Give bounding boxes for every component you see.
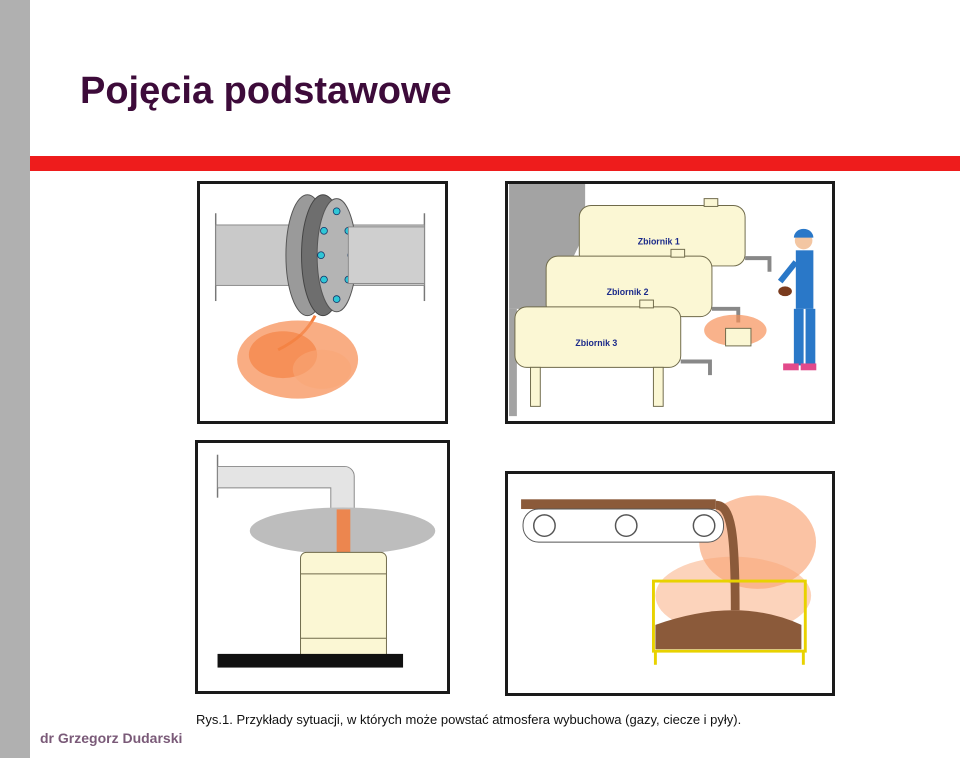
tank-2-label: Zbiornik 2 xyxy=(607,287,649,297)
figure-storage-tanks: Zbiornik 1 Zbiornik 2 Zbiornik 3 xyxy=(505,181,835,424)
author-footer: dr Grzegorz Dudarski xyxy=(40,730,183,746)
figure-caption: Rys.1. Przykłady sytuacji, w których moż… xyxy=(196,712,742,727)
left-sidebar-bar xyxy=(0,0,30,758)
container-frame xyxy=(651,579,807,653)
bucket xyxy=(725,327,752,347)
tank-1-label: Zbiornik 1 xyxy=(638,236,680,246)
title-divider xyxy=(30,156,960,171)
storage-tanks-illustration: Zbiornik 1 Zbiornik 2 Zbiornik 3 xyxy=(509,184,817,417)
page-title: Pojęcia podstawowe xyxy=(80,70,452,112)
liquid-pouring-illustration xyxy=(216,454,436,668)
floor-slab xyxy=(217,653,404,668)
figure-pipe-flange-leak xyxy=(197,181,448,424)
figure-liquid-pouring xyxy=(195,440,450,694)
worker-figure xyxy=(777,228,817,371)
figure-conveyor-dust xyxy=(505,471,835,696)
pipe-flange-illustration xyxy=(214,194,426,399)
tank-3-label: Zbiornik 3 xyxy=(575,338,617,348)
dust-pile xyxy=(655,610,802,650)
drum xyxy=(300,551,387,661)
conveyor-dust-illustration xyxy=(521,495,816,665)
